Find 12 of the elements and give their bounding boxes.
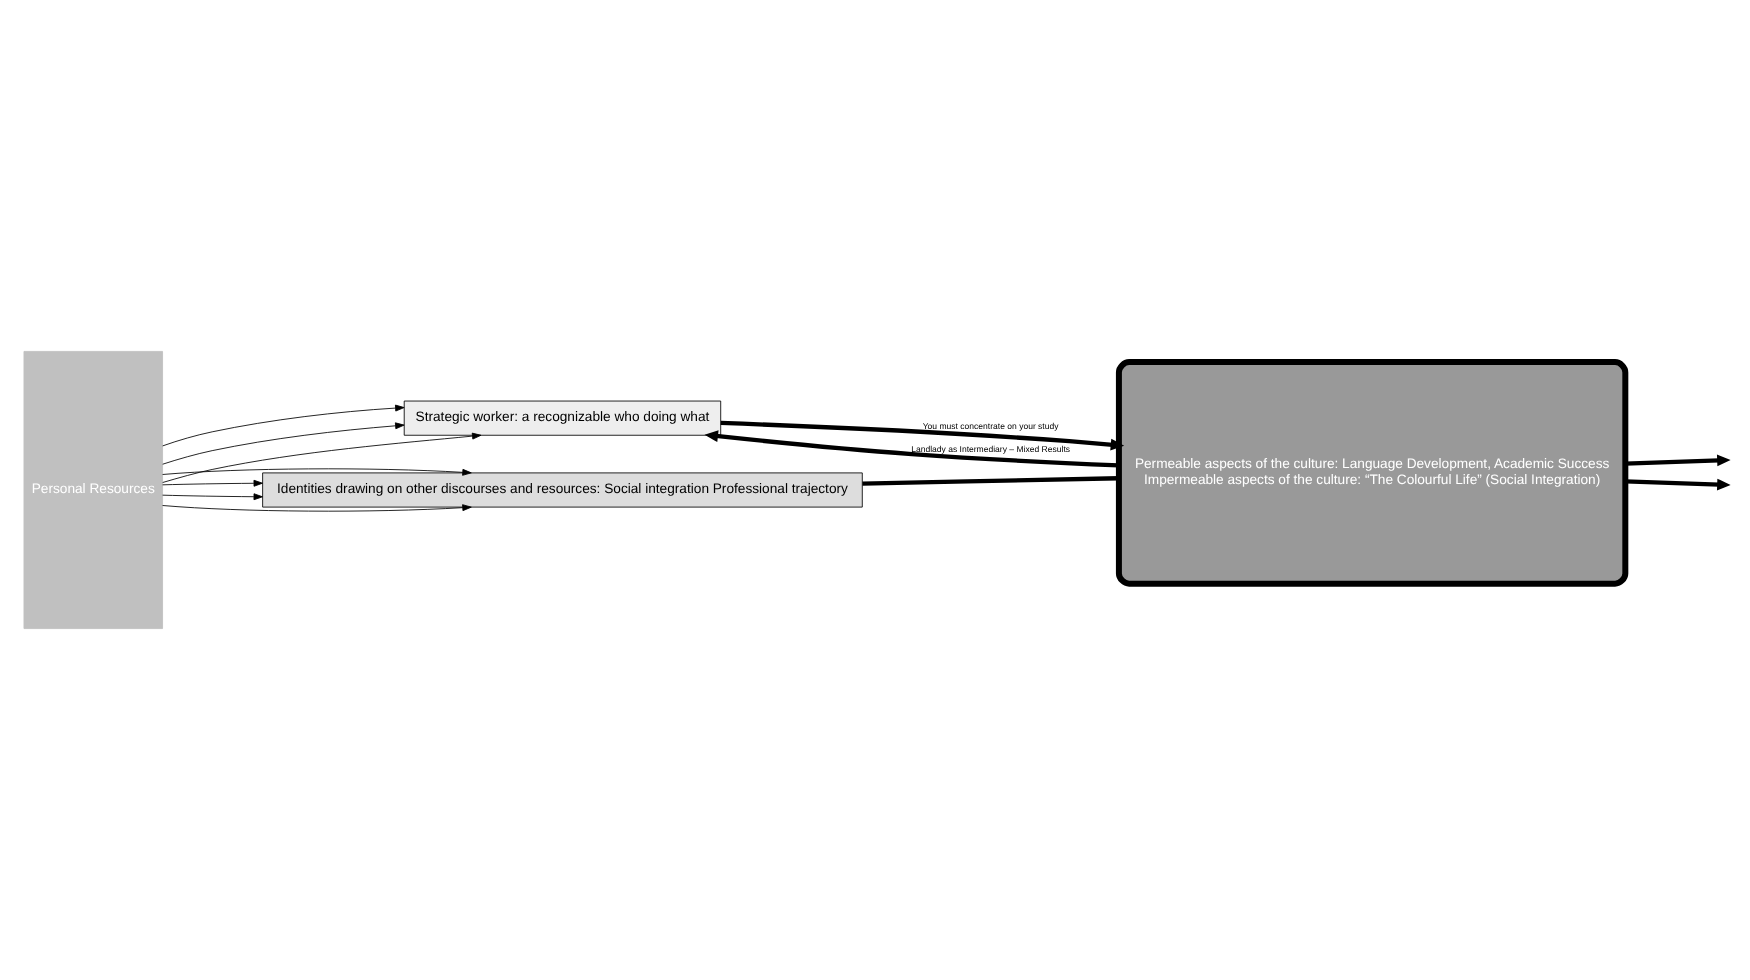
arrow: [162, 479, 263, 487]
arrow: [162, 504, 472, 512]
arrow: [1625, 454, 1731, 467]
connector: [862, 476, 1119, 486]
arrow: [1625, 478, 1731, 491]
arrow: [162, 493, 263, 501]
arrow: [704, 430, 1119, 468]
arrow: [162, 432, 482, 483]
arrow: [720, 420, 1125, 451]
arrow: [162, 468, 472, 476]
arrow: [162, 404, 405, 447]
arrow: [162, 422, 405, 465]
